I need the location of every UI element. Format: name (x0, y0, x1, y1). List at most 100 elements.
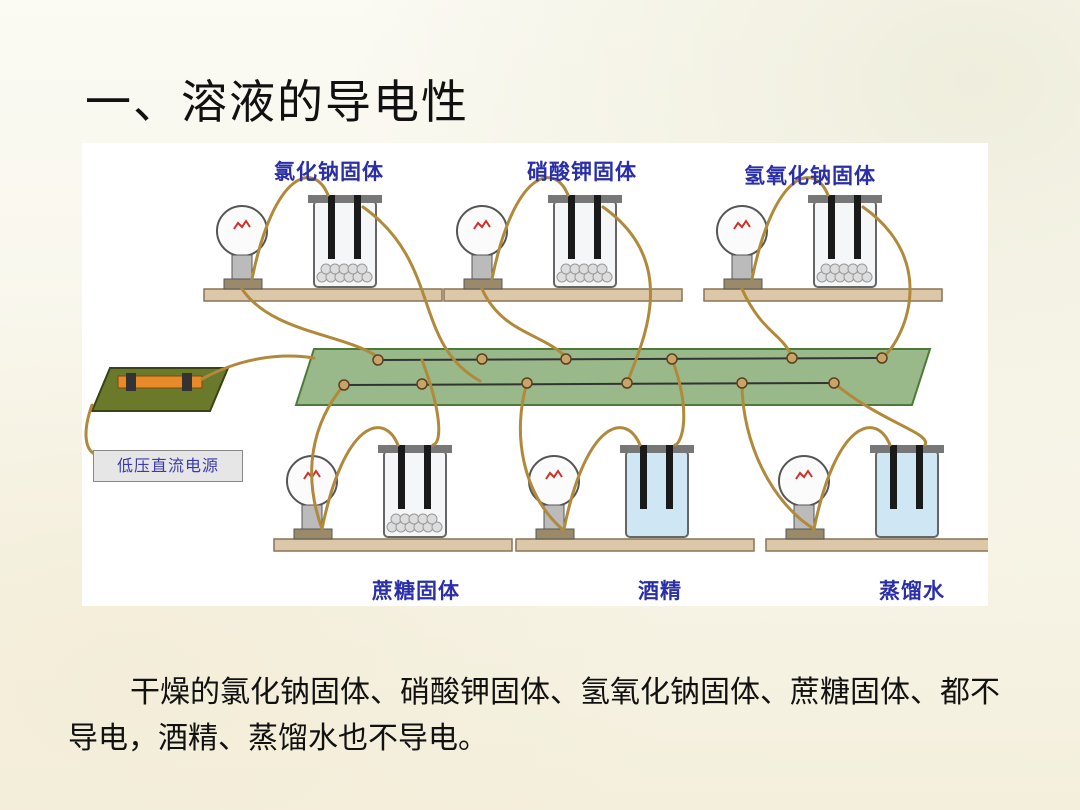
apparatus-drawing (84, 176, 988, 552)
electrode-left (640, 445, 647, 509)
power-supply-terminal-left (126, 373, 136, 391)
solid-granule (356, 263, 368, 275)
power-supply-label: 低压直流电源 (93, 450, 243, 482)
terminal-stud (786, 352, 798, 364)
wire-board-to-unit4 (518, 381, 564, 531)
electrode-right (666, 445, 673, 509)
solid-granule (361, 271, 373, 283)
bulb-filament (545, 469, 563, 480)
wire-bulb-to-beaker-2 (750, 176, 830, 281)
bulb-socket (471, 254, 493, 280)
body-paragraph: 干燥的氯化钠固体、硝酸钾固体、氢氧化钠固体、蔗糖固体、都不导电，酒精、蒸馏水也不… (68, 675, 1000, 756)
label-potassium-nitrate-solid: 硝酸钾固体 (527, 159, 637, 184)
label-sucrose-solid: 蔗糖固体 (372, 578, 460, 603)
electrode-left (568, 195, 575, 259)
bulb-socket (231, 254, 253, 280)
beaker-lid (308, 195, 382, 203)
solid-granule (431, 521, 443, 533)
connection-board (294, 348, 932, 406)
shelf (273, 538, 513, 552)
wire-unit1-to-board (480, 287, 568, 359)
power-supply-tube (117, 375, 203, 389)
shelf (515, 538, 755, 552)
wire-unit2-beaker-to-board (861, 205, 912, 360)
label-sodium-chloride-solid: 氯化钠固体 (274, 159, 384, 184)
apparatus-unit-2 (703, 195, 943, 302)
terminal-stud (621, 377, 633, 389)
bulb-stand (463, 278, 503, 290)
bulb-socket (543, 504, 565, 530)
wire-unit2-to-board (740, 287, 794, 359)
bulb-stand (785, 528, 825, 540)
bulb-filament (795, 469, 813, 480)
wire-bulb-to-beaker-5 (812, 426, 892, 531)
electrode-right (594, 195, 601, 259)
terminal-stud (521, 377, 533, 389)
beaker-lid (378, 445, 452, 453)
apparatus-unit-5 (765, 445, 988, 552)
terminal-stud (876, 352, 888, 364)
wire-bulb-to-beaker-4 (562, 426, 642, 531)
apparatus-unit-1 (443, 195, 683, 302)
solid-granule (601, 271, 613, 283)
bulb-socket (731, 254, 753, 280)
bulb-filament (473, 219, 491, 230)
bulb-stand (535, 528, 575, 540)
electrode-right (354, 195, 361, 259)
wire-unit1-beaker-to-board (601, 205, 652, 385)
terminal-stud (338, 379, 350, 391)
wire-unit0-to-board (240, 287, 380, 359)
electrode-right (854, 195, 861, 259)
shelf (443, 288, 683, 302)
solid-granule (596, 263, 608, 275)
terminal-stud (372, 354, 384, 366)
shelf (765, 538, 988, 552)
bulb-filament (733, 219, 751, 230)
wire-bulb-to-beaker-0 (250, 176, 330, 281)
terminal-stud (560, 353, 572, 365)
beaker-lid (870, 445, 944, 453)
electrode-right (916, 445, 923, 509)
electrode-left (398, 445, 405, 509)
wire-board-to-unit5 (740, 381, 816, 531)
bus-wire-top (377, 357, 883, 361)
terminal-stud (416, 378, 428, 390)
apparatus-unit-0 (203, 195, 443, 302)
bulb-stand (293, 528, 333, 540)
solid-granule (861, 271, 873, 283)
wire-board-to-unit5-beaker (832, 381, 928, 447)
power-supply (90, 367, 230, 412)
label-distilled-water: 蒸馏水 (879, 578, 945, 603)
apparatus-unit-4 (515, 445, 755, 552)
electrode-right (424, 445, 431, 509)
wire-unit0-beaker-to-board (361, 205, 482, 383)
electrode-left (828, 195, 835, 259)
wire-power-to-label (84, 403, 95, 455)
wire-board-to-unit3 (310, 383, 346, 531)
wire-power-to-board (200, 354, 316, 381)
beaker-lid (808, 195, 882, 203)
wire-board-to-unit4-beaker (670, 357, 686, 447)
terminal-stud (666, 353, 678, 365)
terminal-stud (736, 377, 748, 389)
bulb-stand (223, 278, 263, 290)
solid-granule (856, 263, 868, 275)
beaker-icon (875, 450, 939, 538)
beaker-lid (548, 195, 622, 203)
electrode-left (328, 195, 335, 259)
bulb-filament (233, 219, 251, 230)
wire-board-to-unit3-beaker (420, 358, 441, 447)
beaker-icon (625, 450, 689, 538)
label-sodium-hydroxide-solid: 氢氧化钠固体 (744, 163, 876, 188)
label-alcohol: 酒精 (638, 578, 682, 603)
shelf (203, 288, 443, 302)
shelf (703, 288, 943, 302)
terminal-stud (476, 353, 488, 365)
electrode-left (890, 445, 897, 509)
slide-title: 一、溶液的导电性 (85, 75, 469, 129)
beaker-lid (620, 445, 694, 453)
apparatus-unit-3 (273, 445, 513, 552)
terminal-stud (828, 377, 840, 389)
solid-granule (426, 513, 438, 525)
bulb-stand (723, 278, 763, 290)
